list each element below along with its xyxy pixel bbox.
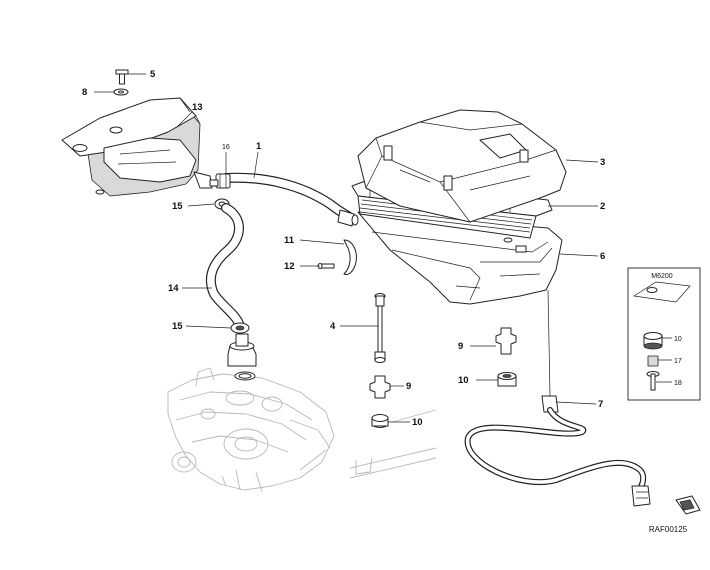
callout-1: 1: [256, 141, 262, 152]
inset-detail: [627, 267, 701, 401]
screw-5: [115, 69, 129, 85]
bolt-4: [374, 293, 386, 363]
hose-1: [221, 172, 359, 227]
oil-separator: [61, 97, 213, 197]
callout-6: 6: [600, 251, 605, 262]
callout-9-center: 9: [406, 381, 411, 392]
callout-17-inset: 17: [674, 358, 682, 365]
drain-hose-7: [464, 289, 651, 507]
hose-14: [205, 203, 245, 331]
reference-code: RAF00125: [649, 525, 688, 534]
clip-11: [343, 239, 357, 275]
callout-2: 2: [600, 201, 605, 212]
grommet-9-center: [369, 375, 391, 399]
callout-labels: 5 8 13 16 1 15 14 15 11 12 4 3 2 6 7 9 1…: [82, 69, 688, 534]
bracket-icon: [675, 495, 701, 515]
pin-12: [317, 263, 335, 269]
crankcase-fitting: [227, 333, 257, 381]
callout-13: 13: [192, 102, 203, 113]
callout-9-right: 9: [458, 341, 463, 352]
callout-18-inset: 18: [674, 380, 682, 387]
washer-8: [113, 88, 129, 96]
callout-5: 5: [150, 69, 156, 80]
bush-10-center: [371, 414, 389, 428]
grommet-9-right: [495, 327, 517, 355]
air-cleaner-cover-3: [357, 109, 567, 223]
callout-10-right: 10: [458, 375, 469, 386]
callout-16: 16: [222, 144, 230, 151]
callout-10-center: 10: [412, 417, 423, 428]
callout-10-inset: 10: [674, 336, 682, 343]
inset-label: M6200: [651, 273, 673, 280]
callout-12: 12: [284, 261, 295, 272]
leader-lines: [94, 73, 599, 423]
connector-16: [209, 173, 231, 189]
callout-7: 7: [598, 399, 603, 410]
callout-15-upper: 15: [172, 201, 183, 212]
callout-15-lower: 15: [172, 321, 183, 332]
callout-4: 4: [330, 321, 336, 332]
callout-14: 14: [168, 283, 179, 294]
clamp-15-lower: [230, 322, 250, 334]
callout-11: 11: [284, 235, 295, 246]
callout-3: 3: [600, 157, 605, 168]
engine-block-outline: [167, 367, 335, 493]
bush-10-right: [497, 372, 517, 387]
mounting-base-outline: [349, 409, 437, 479]
callout-8: 8: [82, 87, 87, 98]
